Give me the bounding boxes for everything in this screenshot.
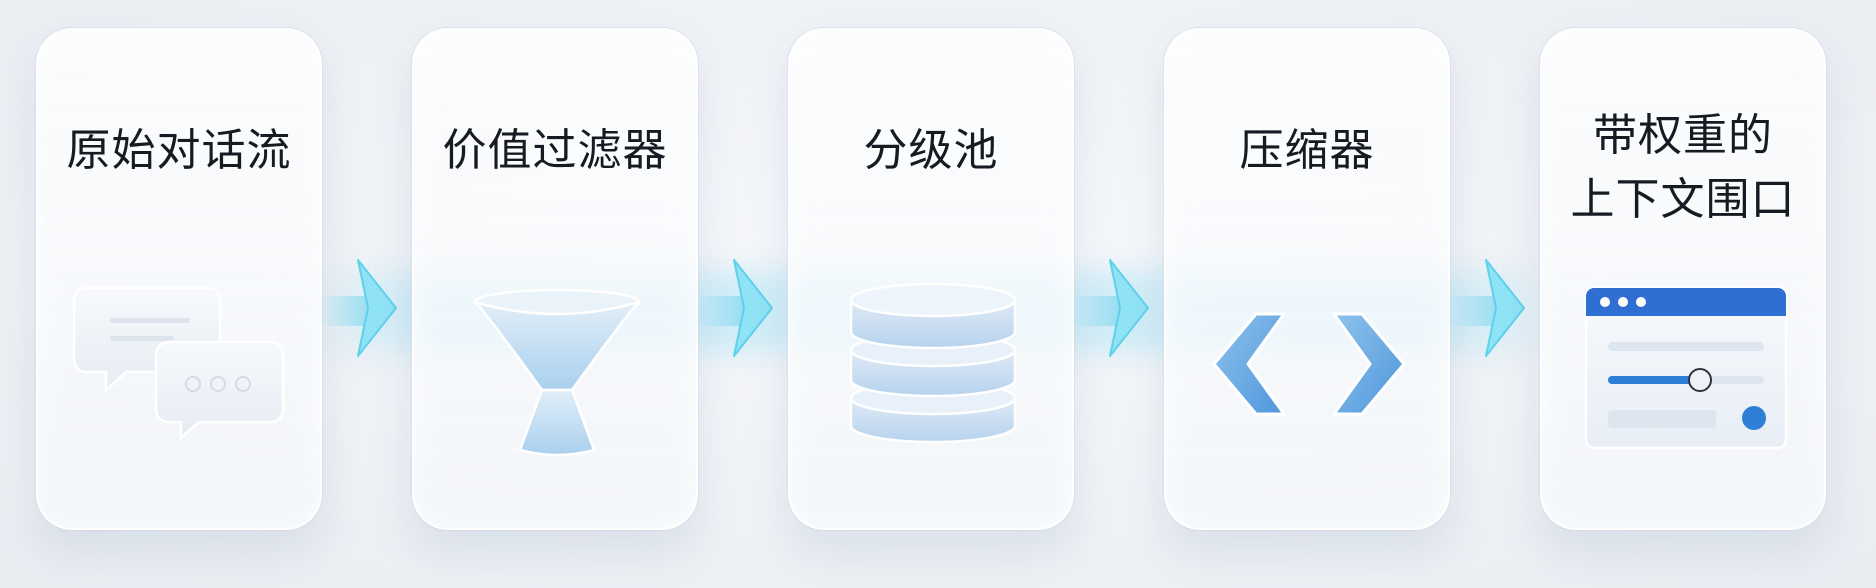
chat-bubbles-icon xyxy=(38,250,324,470)
chevron-right-icon xyxy=(357,259,397,357)
database-stack-icon xyxy=(790,250,1076,470)
compress-chevrons-icon xyxy=(1166,250,1452,470)
stage-card-tiered-pool: 分级池 xyxy=(788,28,1074,530)
stage-title: 分级池 xyxy=(863,125,999,176)
stage-title: 压缩器 xyxy=(1239,125,1375,176)
app-window-icon xyxy=(1542,250,1828,470)
stage-title: 价值过滤器 xyxy=(442,125,668,176)
flow-arrow-1 xyxy=(318,256,416,360)
flow-arrow-3 xyxy=(1070,256,1168,360)
chevron-right-icon xyxy=(1485,259,1525,357)
chevron-right-icon xyxy=(733,259,773,357)
flow-arrow-2 xyxy=(694,256,792,360)
stage-title: 带权重的 上下文围口 xyxy=(1570,110,1796,225)
flow-arrow-4 xyxy=(1446,256,1544,360)
stage-card-compressor: 压缩器 xyxy=(1164,28,1450,530)
stage-card-weighted-context-window: 带权重的 上下文围口 xyxy=(1540,28,1826,530)
chevron-right-icon xyxy=(1109,259,1149,357)
funnel-icon xyxy=(414,250,700,470)
stage-card-raw-conversation: 原始对话流 xyxy=(36,28,322,530)
stage-card-value-filter: 价值过滤器 xyxy=(412,28,698,530)
stage-title: 原始对话流 xyxy=(66,125,292,176)
